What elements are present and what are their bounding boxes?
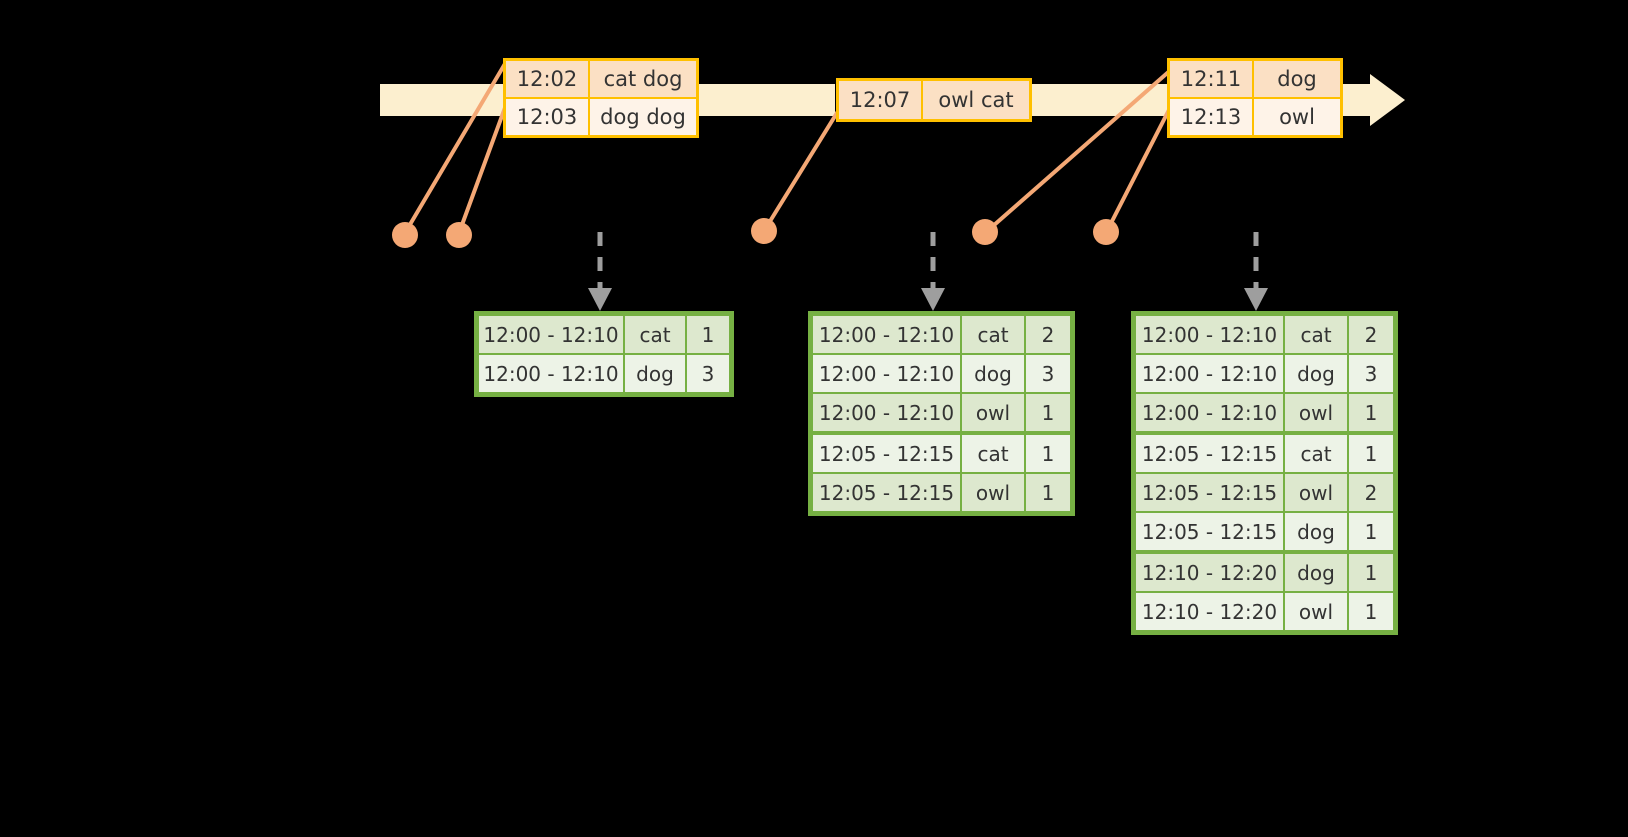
dashed-arrow-head-3 xyxy=(1244,288,1268,311)
event-dot-2 xyxy=(446,222,472,248)
cell-count: 2 xyxy=(1026,316,1070,353)
event-words: dog xyxy=(1254,61,1340,97)
cell-count: 1 xyxy=(1349,513,1393,550)
connector-line-3 xyxy=(762,106,842,233)
cell-word: dog xyxy=(625,355,685,392)
result-table-2: 12:00 - 12:10 cat 2 12:00 - 12:10 dog 3 … xyxy=(808,311,1075,516)
cell-word: owl xyxy=(962,394,1024,431)
cell-word: dog xyxy=(1285,355,1347,392)
event-words: dog dog xyxy=(590,99,696,135)
timeline-bar-right xyxy=(1340,84,1375,116)
cell-window: 12:05 - 12:15 xyxy=(1136,435,1283,472)
event-time: 12:11 xyxy=(1170,61,1254,97)
cell-window: 12:00 - 12:10 xyxy=(1136,355,1283,392)
cell-count: 1 xyxy=(1026,394,1070,431)
cell-count: 1 xyxy=(1349,554,1393,591)
cell-window: 12:00 - 12:10 xyxy=(813,355,960,392)
table-row: 12:00 - 12:10 owl 1 xyxy=(1136,394,1393,431)
table-row: 12:00 - 12:10 owl 1 xyxy=(813,394,1070,431)
result-table-1: 12:00 - 12:10 cat 1 12:00 - 12:10 dog 3 xyxy=(474,311,734,397)
event-row: 12:02 cat dog xyxy=(506,61,696,97)
table-row: 12:10 - 12:20 owl 1 xyxy=(1136,593,1393,630)
cell-word: owl xyxy=(962,474,1024,511)
timeline-bar-left xyxy=(380,84,505,116)
table-row: 12:00 - 12:10 dog 3 xyxy=(1136,355,1393,392)
timeline-arrow-head xyxy=(1370,74,1405,126)
cell-word: owl xyxy=(1285,593,1347,630)
cell-window: 12:00 - 12:10 xyxy=(479,316,623,353)
cell-count: 1 xyxy=(1026,474,1070,511)
event-time: 12:07 xyxy=(839,81,923,119)
cell-word: dog xyxy=(1285,513,1347,550)
event-time: 12:13 xyxy=(1170,99,1254,135)
event-words: cat dog xyxy=(590,61,696,97)
cell-count: 1 xyxy=(1349,394,1393,431)
event-group-2: 12:07 owl cat xyxy=(836,78,1032,122)
cell-word: cat xyxy=(962,316,1024,353)
event-row: 12:11 dog xyxy=(1170,61,1340,97)
event-row: 12:13 owl xyxy=(1170,97,1340,135)
cell-window: 12:05 - 12:15 xyxy=(813,435,960,472)
table-row: 12:05 - 12:15 owl 1 xyxy=(813,474,1070,511)
event-words: owl xyxy=(1254,99,1340,135)
event-group-1: 12:02 cat dog 12:03 dog dog xyxy=(503,58,699,138)
event-dot-4 xyxy=(972,219,998,245)
cell-count: 1 xyxy=(687,316,729,353)
cell-word: cat xyxy=(962,435,1024,472)
cell-count: 1 xyxy=(1349,593,1393,630)
cell-window: 12:05 - 12:15 xyxy=(813,474,960,511)
cell-window: 12:05 - 12:15 xyxy=(1136,513,1283,550)
cell-word: cat xyxy=(1285,316,1347,353)
cell-window: 12:10 - 12:20 xyxy=(1136,593,1283,630)
cell-window: 12:05 - 12:15 xyxy=(1136,474,1283,511)
cell-word: cat xyxy=(1285,435,1347,472)
timeline-bar-mid-2 xyxy=(1030,84,1170,116)
cell-word: owl xyxy=(1285,394,1347,431)
cell-count: 1 xyxy=(1349,435,1393,472)
table-row: 12:00 - 12:10 cat 1 xyxy=(479,316,729,353)
event-time: 12:02 xyxy=(506,61,590,97)
cell-word: cat xyxy=(625,316,685,353)
table-row: 12:00 - 12:10 dog 3 xyxy=(479,355,729,392)
timeline-bar-mid-1 xyxy=(695,84,835,116)
cell-count: 2 xyxy=(1349,316,1393,353)
event-dot-1 xyxy=(392,222,418,248)
table-row: 12:10 - 12:20 dog 1 xyxy=(1136,554,1393,591)
event-row: 12:03 dog dog xyxy=(506,97,696,135)
table-row: 12:00 - 12:10 cat 2 xyxy=(1136,316,1393,353)
event-row: 12:07 owl cat xyxy=(839,81,1029,119)
cell-count: 3 xyxy=(1349,355,1393,392)
table-row: 12:05 - 12:15 owl 2 xyxy=(1136,474,1393,511)
dashed-arrow-head-1 xyxy=(588,288,612,311)
cell-window: 12:00 - 12:10 xyxy=(813,394,960,431)
event-group-3: 12:11 dog 12:13 owl xyxy=(1167,58,1343,138)
cell-count: 1 xyxy=(1026,435,1070,472)
dashed-arrow-head-2 xyxy=(921,288,945,311)
table-row: 12:05 - 12:15 cat 1 xyxy=(1136,435,1393,472)
connector-line-2 xyxy=(457,103,508,235)
cell-window: 12:00 - 12:10 xyxy=(1136,316,1283,353)
connector-line-5 xyxy=(1104,100,1175,235)
table-row: 12:05 - 12:15 dog 1 xyxy=(1136,513,1393,550)
event-dot-3 xyxy=(751,218,777,244)
event-words: owl cat xyxy=(923,81,1029,119)
cell-count: 3 xyxy=(1026,355,1070,392)
cell-window: 12:10 - 12:20 xyxy=(1136,554,1283,591)
cell-word: owl xyxy=(1285,474,1347,511)
cell-window: 12:00 - 12:10 xyxy=(813,316,960,353)
cell-window: 12:00 - 12:10 xyxy=(479,355,623,392)
event-dot-5 xyxy=(1093,219,1119,245)
cell-count: 3 xyxy=(687,355,729,392)
cell-word: dog xyxy=(1285,554,1347,591)
table-row: 12:00 - 12:10 dog 3 xyxy=(813,355,1070,392)
cell-word: dog xyxy=(962,355,1024,392)
event-time: 12:03 xyxy=(506,99,590,135)
cell-window: 12:00 - 12:10 xyxy=(1136,394,1283,431)
cell-count: 2 xyxy=(1349,474,1393,511)
table-row: 12:05 - 12:15 cat 1 xyxy=(813,435,1070,472)
table-row: 12:00 - 12:10 cat 2 xyxy=(813,316,1070,353)
result-table-3: 12:00 - 12:10 cat 2 12:00 - 12:10 dog 3 … xyxy=(1131,311,1398,635)
